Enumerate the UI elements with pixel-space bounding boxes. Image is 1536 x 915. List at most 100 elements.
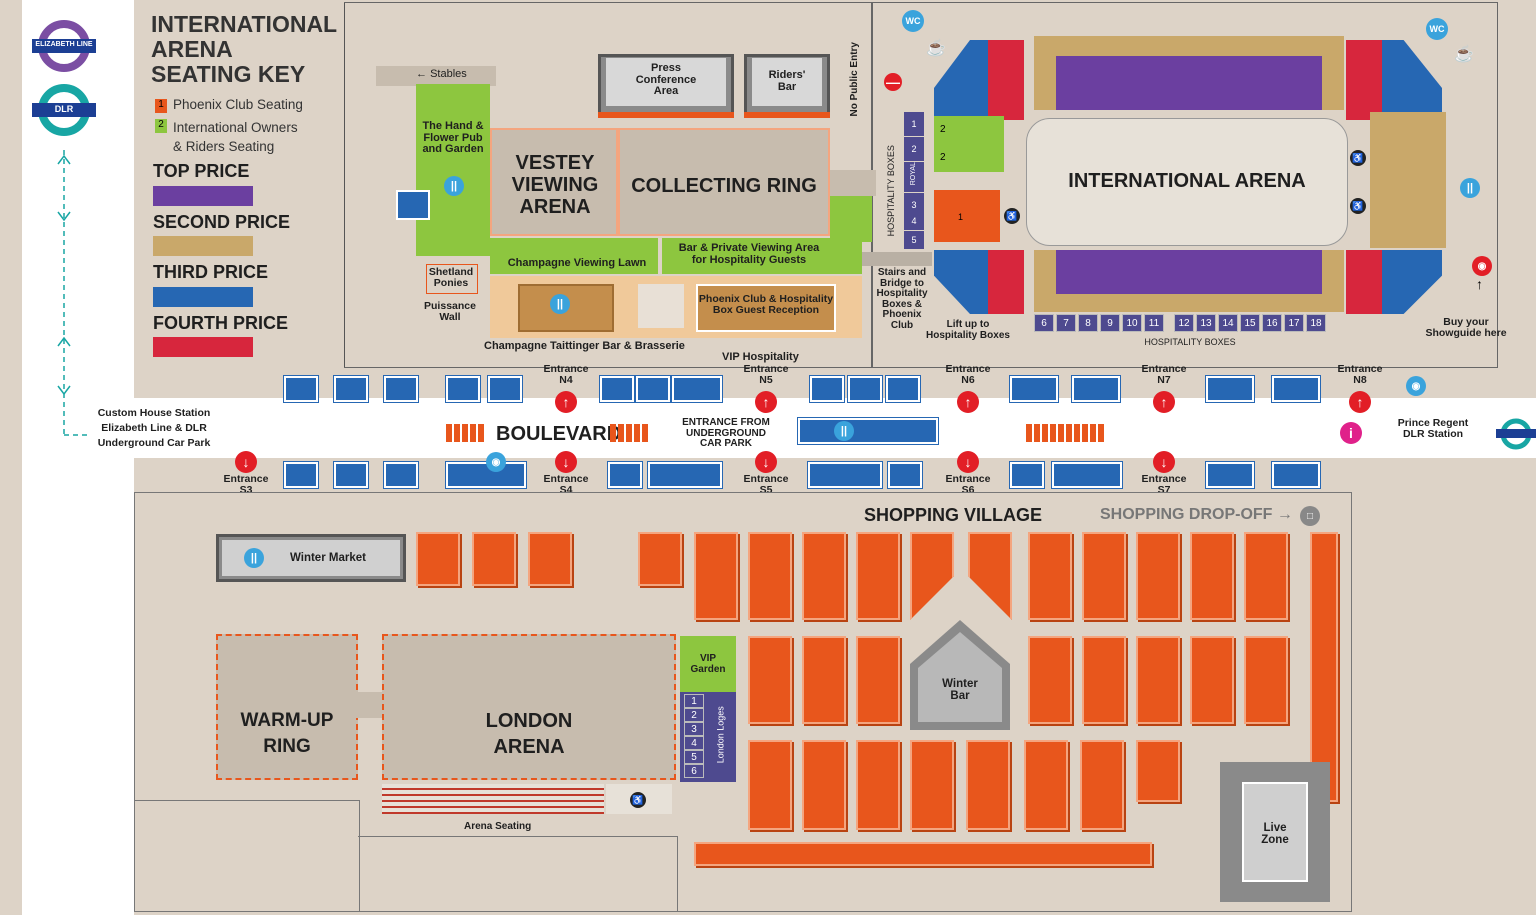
entrance-n4-arrow-icon: ↑	[555, 391, 577, 413]
wheelchair-icon-ne: ♿	[1350, 150, 1366, 166]
london-loges-label: London Loges	[715, 706, 726, 764]
key-phoenix-label: Phoenix Club Seating	[173, 97, 303, 112]
phoenix-seating	[934, 190, 1000, 242]
phoenix-reception-box	[696, 284, 836, 332]
boulevard-label: BOULEVARD	[496, 423, 622, 445]
stall-30	[1080, 740, 1124, 830]
vip-hospitality-label: VIP Hospitality	[722, 351, 799, 363]
shopping-bag-icon: □	[1300, 506, 1320, 526]
arena-se-red	[1346, 250, 1382, 314]
stand-s-8	[888, 462, 922, 488]
hospitality-boxes-vertical-label: HOSPITALITY BOXES	[885, 145, 896, 237]
entrance-n8-arrow-icon: ↑	[1349, 391, 1371, 413]
stand-n-8	[672, 376, 722, 402]
coffee-icon-west: ☕	[926, 40, 946, 57]
arena-nw-red	[988, 40, 1024, 120]
stall-13	[1136, 532, 1180, 620]
key-second-swatch	[153, 236, 253, 256]
walking-route	[57, 150, 90, 436]
wheelchair-icon-west: ♿	[1004, 208, 1020, 224]
ring-passage	[830, 170, 876, 196]
no-public-entry-label: No Public Entry	[848, 42, 860, 117]
hospitality-box-2: 2	[904, 137, 924, 161]
arena-top-stand-purple	[1056, 56, 1322, 110]
entrance-n7-arrow-icon: ↑	[1153, 391, 1175, 413]
hosp-box-17: 17	[1284, 314, 1304, 332]
stall-20	[1082, 636, 1126, 724]
phoenix-seat-num: 1	[958, 212, 964, 222]
international-arena-label: INTERNATIONAL ARENA	[1068, 170, 1306, 192]
key-owners-num: 2	[155, 119, 167, 133]
press-orange-strip	[598, 112, 734, 118]
key-phoenix-num: 1	[155, 99, 167, 113]
stand-s-6	[648, 462, 722, 488]
riders-orange-strip	[744, 112, 830, 118]
hospitality-box-5: 5	[904, 231, 924, 249]
taittinger-grey	[638, 284, 684, 328]
stall-1	[416, 532, 460, 586]
hospitality-box-4: 4	[904, 212, 924, 230]
entrance-s7-arrow-icon: ↓	[1153, 451, 1175, 473]
wheelchair-icon-arena: ♿	[630, 792, 646, 808]
stand-s-3	[384, 462, 418, 488]
stand-n-4	[446, 376, 480, 402]
stall-12	[1082, 532, 1126, 620]
garden-blue-box	[396, 190, 430, 220]
stand-s-2	[334, 462, 368, 488]
stall-27	[910, 740, 954, 830]
riders-inner	[752, 58, 822, 106]
wc-icon-west: WC	[902, 10, 924, 32]
stand-n-5	[488, 376, 522, 402]
stand-s-9	[1010, 462, 1044, 488]
stand-n-9	[810, 376, 844, 402]
no-entry-icon: —	[884, 73, 902, 91]
stall-28	[966, 740, 1010, 830]
arena-east-stand	[1370, 112, 1446, 248]
stand-n-1	[284, 376, 318, 402]
royal-box	[904, 162, 924, 192]
stand-n-10	[848, 376, 882, 402]
hosp-box-16: 16	[1262, 314, 1282, 332]
info-icon: i	[1340, 422, 1362, 444]
coffee-icon-east: ☕	[1454, 46, 1474, 63]
boulevard-food-icon: ||	[834, 421, 854, 441]
boulevard-food-court	[798, 418, 938, 444]
cutlery-icon: ||	[550, 294, 570, 314]
entrance-n6-arrow-icon: ↑	[957, 391, 979, 413]
seating-benches-east	[1026, 424, 1106, 442]
key-top-label: TOP PRICE	[153, 161, 250, 181]
entrance-s3-arrow-icon: ↓	[235, 451, 257, 473]
vip-garden	[680, 636, 736, 692]
stand-s-7	[808, 462, 882, 488]
food-icon: ||	[444, 176, 464, 196]
key-fourth-swatch	[153, 337, 253, 357]
stand-s-1	[284, 462, 318, 488]
winter-market-food-icon: ||	[244, 548, 264, 568]
key-top-swatch	[153, 186, 253, 206]
hosp-box-11: 11	[1144, 314, 1164, 332]
arena-floor	[1026, 118, 1348, 246]
south-zone	[134, 492, 1352, 912]
water-icon-south: ◉	[486, 452, 506, 472]
stand-n-15	[1272, 376, 1320, 402]
